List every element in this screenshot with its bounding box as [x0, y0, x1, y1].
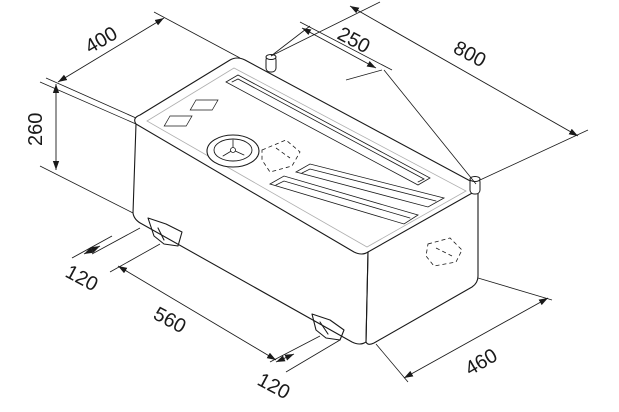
slot-small-1: [189, 99, 219, 111]
fittings: [265, 54, 481, 195]
dim-label-120-right: 120: [254, 369, 294, 404]
foot-left: [147, 217, 183, 247]
slot-long-front: [268, 175, 419, 225]
top-slots: [163, 74, 446, 225]
dim-label-460: 460: [462, 345, 502, 381]
tank-front-right-face: [365, 189, 479, 345]
dim-label-260: 260: [25, 113, 47, 146]
fitting-back-left: [265, 54, 277, 73]
dimension-labels: 400 250 800 260 120 560 120 460: [25, 23, 501, 404]
extension-lines: [39, 1, 589, 383]
hidden-fittings: [261, 139, 463, 267]
slot-long-mid: [294, 163, 446, 208]
dim-line-120-left: [71, 235, 113, 259]
slot-long-back: [225, 74, 431, 186]
dim-label-800: 800: [450, 37, 490, 72]
dim-label-560: 560: [150, 303, 190, 338]
filler-cap: [206, 134, 260, 168]
dim-label-400: 400: [82, 23, 122, 59]
tank-top-face: [134, 57, 478, 255]
tank-top-rim: [146, 67, 467, 248]
tank-body: [132, 57, 479, 345]
dim-arrows-120-right: [275, 353, 295, 363]
dim-line-560: [117, 265, 277, 361]
hidden-fitting-right: [425, 237, 463, 267]
dim-label-250: 250: [334, 23, 374, 58]
dim-line-800: [349, 5, 579, 137]
dim-label-120-left: 120: [62, 261, 102, 296]
slot-small-2: [163, 115, 193, 127]
hidden-fitting-top: [261, 139, 301, 173]
dim-line-460: [403, 297, 549, 379]
foot-right: [311, 313, 345, 341]
dim-arrows-120-left: [83, 245, 101, 255]
dimension-lines: [52, 5, 579, 379]
fitting-back-right: [469, 176, 481, 195]
dim-line-400: [57, 17, 165, 83]
